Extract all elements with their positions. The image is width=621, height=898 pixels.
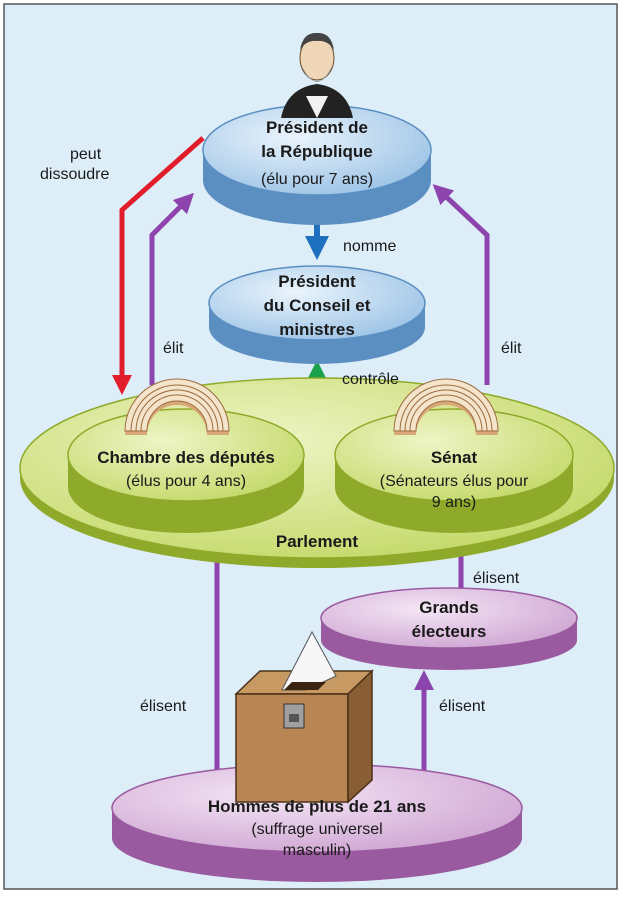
grands-electeurs-line1: Grands (419, 598, 479, 617)
conseil-disk (208, 265, 426, 364)
conseil-line3: ministres (279, 320, 355, 339)
hommes-line2: (suffrage universel (251, 821, 382, 838)
conseil-line2: du Conseil et (264, 296, 371, 315)
conseil-line1: Président (278, 272, 356, 291)
chambre-disk (67, 408, 305, 533)
label-controle: contrôle (342, 371, 399, 388)
president-portrait-icon (281, 32, 353, 118)
hommes-line3: masculin) (283, 842, 351, 859)
parlement-label: Parlement (276, 532, 359, 551)
hemicycle-senat-icon (393, 378, 499, 437)
arrow-peut-dissoudre (112, 136, 205, 395)
label-nomme: nomme (343, 238, 396, 255)
label-peut: peut (70, 146, 102, 163)
senat-disk (334, 408, 574, 533)
label-elit-right: élit (501, 340, 522, 357)
label-elisent-right: élisent (439, 698, 486, 715)
hommes-disk (111, 763, 523, 882)
label-elit-left: élit (163, 340, 184, 357)
chambre-term: (élus pour 4 ans) (126, 473, 246, 490)
senat-title: Sénat (431, 448, 478, 467)
chambre-title: Chambre des députés (97, 448, 275, 467)
grands-electeurs-disk (320, 587, 578, 670)
hommes-title: Hommes de plus de 21 ans (208, 797, 426, 816)
president-disk (202, 104, 432, 225)
hemicycle-chambre-icon (124, 378, 230, 437)
president-title-line2: la République (261, 142, 372, 161)
president-term: (élu pour 7 ans) (261, 171, 373, 188)
grands-electeurs-line2: électeurs (412, 622, 487, 641)
senat-term-line1: (Sénateurs élus pour (380, 473, 529, 490)
arrow-elit-chambre (149, 192, 195, 385)
president-title-line1: Président de (266, 118, 368, 137)
arrow-elit-senat (432, 184, 490, 385)
label-dissoudre: dissoudre (40, 166, 109, 183)
label-elisent-senat: élisent (473, 570, 520, 587)
ballot-box-icon (234, 630, 374, 804)
label-elisent-left: élisent (140, 698, 187, 715)
senat-term-line2: 9 ans) (432, 494, 476, 511)
